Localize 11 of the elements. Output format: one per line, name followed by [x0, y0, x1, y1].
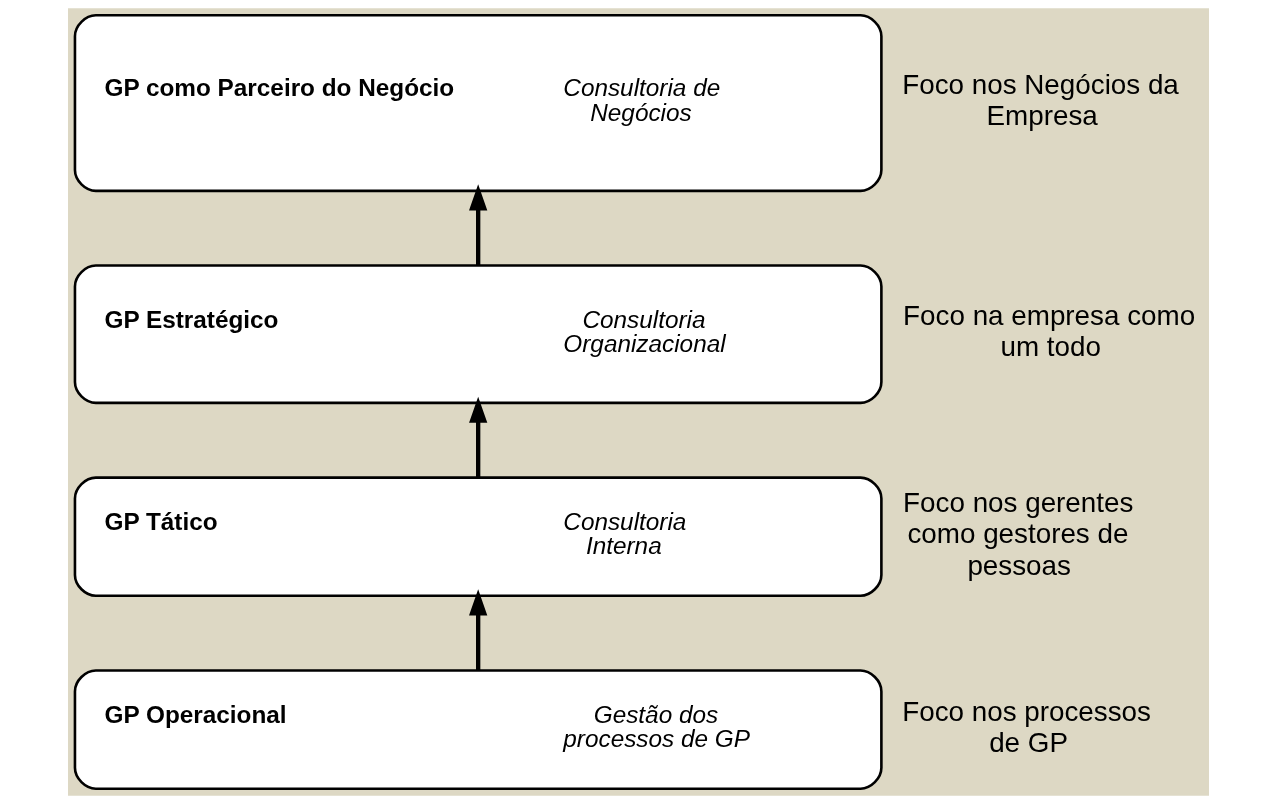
arrow [468, 589, 487, 670]
node-label: Foco nos gerentes como gestores de pessoas [902, 487, 1133, 581]
node-label: Foco nos processos de GP [901, 695, 1151, 758]
node-box: GP Operacional Gestão dos processos de GP [73, 669, 883, 790]
node-box: GP Estratégico Consultoria Organizacional [73, 264, 883, 405]
node-label: Foco nos Negócios da Empresa [901, 69, 1179, 132]
node-box: GP como Parceiro do Negócio Consultoria de Negócios [73, 14, 883, 193]
arrow [468, 184, 487, 266]
arrow [468, 396, 487, 478]
node-label: Foco na empresa como um todo [902, 300, 1195, 363]
node-box: GP Tático Consultoria Interna [73, 476, 883, 598]
